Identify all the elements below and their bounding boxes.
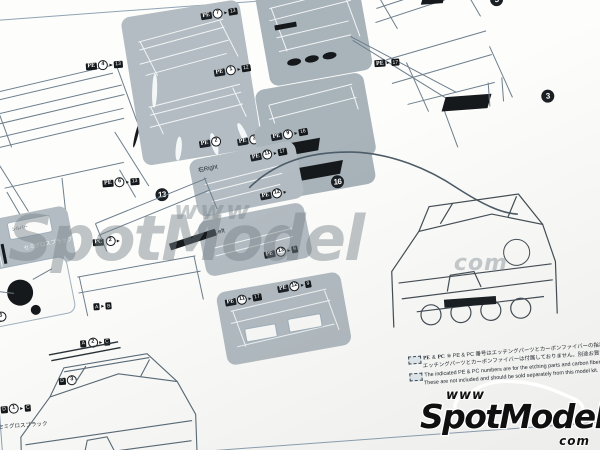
logo-name: SpotModel: [419, 397, 600, 436]
diagram-car-front-left: [20, 341, 199, 450]
logo-www: www: [445, 387, 486, 404]
diagram-car-front-right: [391, 193, 558, 328]
diagram-hose-routing: [248, 151, 518, 215]
spotmodel-logo[interactable]: www SpotModel com: [416, 380, 600, 450]
rally-car-silhouette-icon: [453, 380, 585, 414]
logo-com: com: [558, 433, 590, 449]
